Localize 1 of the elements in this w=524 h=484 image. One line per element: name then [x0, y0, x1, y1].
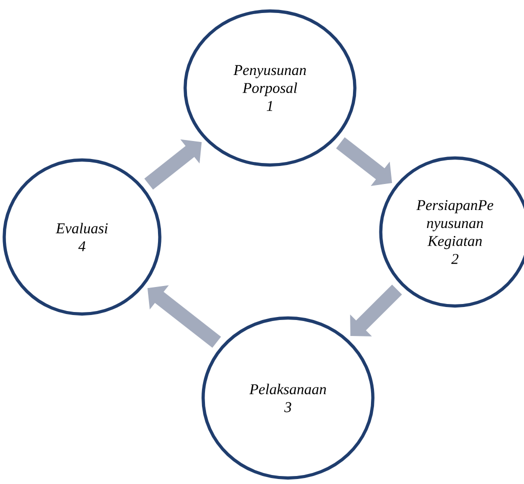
block-arrow — [350, 284, 402, 336]
